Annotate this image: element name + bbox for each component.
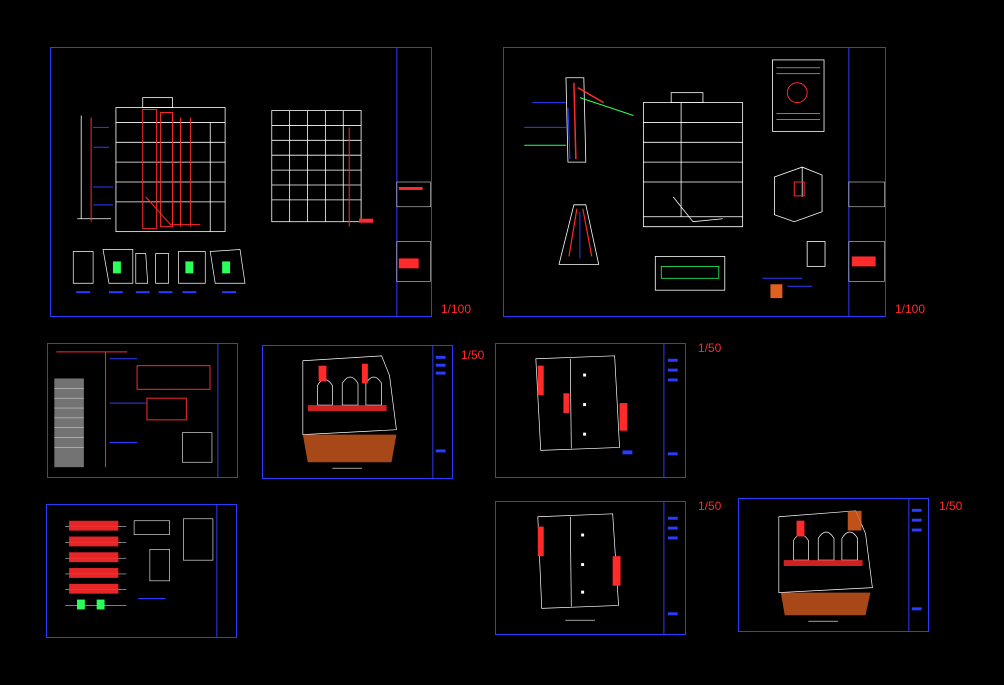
drawing-sheet-floor-plan-4[interactable] bbox=[738, 498, 929, 632]
scale-label: 1/50 bbox=[698, 341, 722, 355]
drawing-sheet-elevations-2[interactable] bbox=[503, 47, 886, 317]
scale-label: 1/50 bbox=[698, 499, 722, 513]
drawing-sheet-schedule[interactable] bbox=[47, 343, 238, 478]
scale-label: 1/50 bbox=[939, 499, 963, 513]
scale-label: 1/100 bbox=[895, 302, 926, 316]
drawing-sheet-floor-plan-1[interactable] bbox=[262, 345, 453, 479]
drawing-sheet-floor-plan-2[interactable] bbox=[495, 343, 686, 478]
scale-label: 1/50 bbox=[461, 348, 485, 362]
drawing-sheet-riser[interactable] bbox=[46, 504, 237, 638]
scale-label: 1/100 bbox=[441, 302, 472, 316]
drawing-sheet-floor-plan-3[interactable] bbox=[495, 501, 686, 635]
drawing-sheet-elevations-1[interactable] bbox=[50, 47, 432, 317]
